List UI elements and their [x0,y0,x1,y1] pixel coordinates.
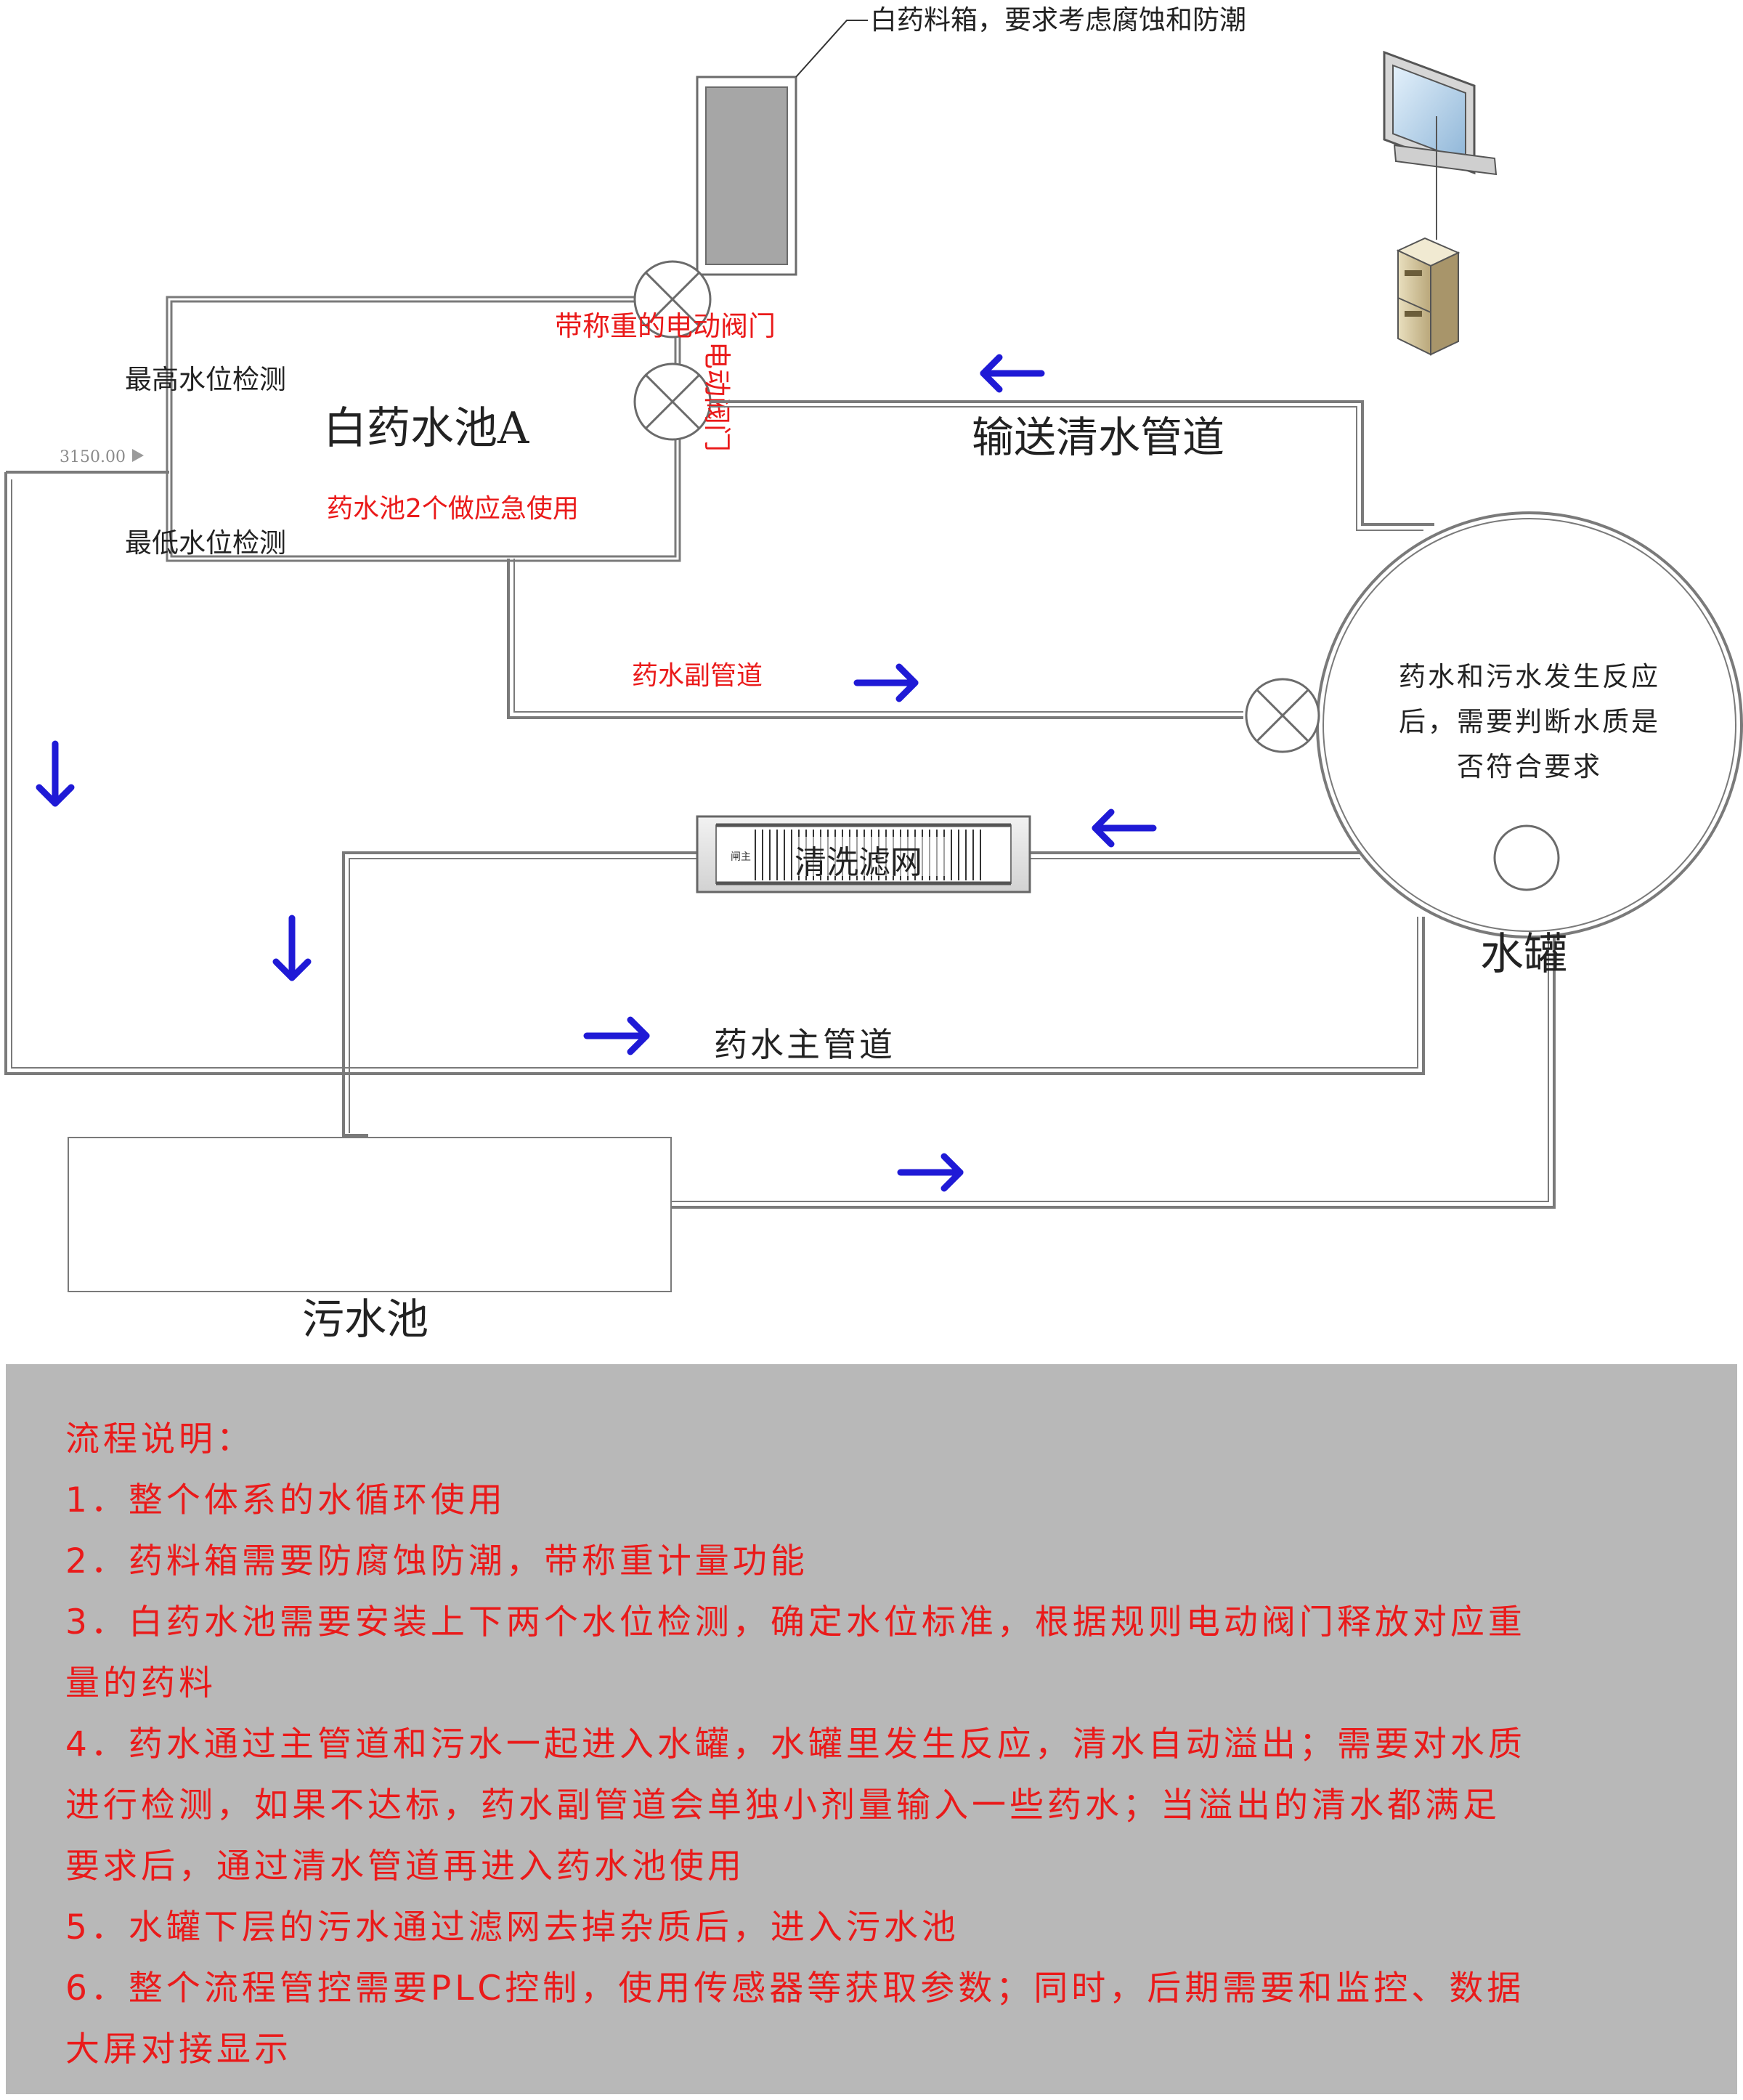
electric-valve-label: 电动阀门 [701,341,733,452]
filter-small-label: 闸主 [731,851,751,863]
arrow-left-icon [1092,808,1157,848]
arrow-down-icon [272,915,312,981]
sewage-pool-label: 污水池 [302,1294,428,1344]
arrow-right-icon [897,1153,964,1192]
clean-pipe-label: 输送清水管道 [972,413,1224,462]
valve-icon [633,362,712,441]
process-diagram: 白药料箱，要求考虑腐蚀和防潮 白药水池A 药水池2个做应急使用 最高水位检测 最… [4,4,1743,1344]
arrow-right-icon [853,663,919,702]
water-tank: 药水和污水发生反应 后，需要判断水质是 否符合要求 水罐 [1316,511,1743,980]
notes-line-6: 进行检测，如果不达标，药水副管道会单独小剂量输入一些药水；当溢出的清水都满足 [65,1785,1500,1825]
filter-label: 清洗滤网 [795,844,922,881]
tank-label: 水罐 [1480,929,1567,980]
weighing-valve[interactable] [633,260,712,338]
notes-line-3: 3．白药水池需要安装上下两个水位检测，确定水位标准，根据规则电动阀门释放对应重 [65,1602,1526,1642]
sub-pipe-label: 药水副管道 [632,661,763,691]
high-level-label: 最高水位检测 [125,364,286,395]
medicine-box: 白药料箱，要求考虑腐蚀和防潮 [696,4,1246,276]
computer-monitor-icon [1383,50,1498,240]
tank-outlet [1493,824,1560,891]
valve-icon [633,260,712,338]
pool-a-note: 药水池2个做应急使用 [327,494,579,524]
notes-line-10: 大屏对接显示 [65,2030,292,2069]
pipes [4,400,1556,1209]
arrow-down-icon [36,740,75,807]
electric-valve[interactable] [633,362,712,441]
server-icon [1396,237,1460,356]
tank-text-line-1: 药水和污水发生反应 [1399,661,1660,692]
sewage-pool: 污水池 [68,1137,672,1344]
notes-line-8: 5．水罐下层的污水通过滤网去掉杂质后，进入污水池 [65,1908,959,1947]
filter: 闸主 清洗滤网 [696,815,1031,893]
pool-a: 白药水池A 药水池2个做应急使用 最高水位检测 最低水位检测 3150.00 [60,296,681,562]
arrow-left-icon [980,354,1045,393]
notes-line-7: 要求后，通过清水管道再进入药水池使用 [65,1846,745,1886]
pool-a-title: 白药水池A [323,403,529,454]
notes-line-9: 6．整个流程管控需要PLC控制，使用传感器等获取参数；同时，后期需要和监控、数据 [65,1969,1525,2008]
notes-title: 流程说明： [65,1419,254,1459]
notes-line-1: 1．整个体系的水循环使用 [65,1480,506,1520]
process-notes: 流程说明： 1．整个体系的水循环使用 2．药料箱需要防腐蚀防潮，带称重计量功能 … [6,1364,1737,2094]
tank-text-line-2: 后，需要判断水质是 [1399,706,1660,737]
level-marker: 3150.00 [60,448,126,466]
weighing-valve-label: 带称重的电动阀门 [555,310,776,342]
low-level-label: 最低水位检测 [125,527,286,559]
notes-line-5: 4．药水通过主管道和污水一起进入水罐，水罐里发生反应，清水自动溢出；需要对水质 [65,1724,1526,1764]
notes-line-2: 2．药料箱需要防腐蚀防潮，带称重计量功能 [65,1541,808,1581]
tank-text-line-3: 否符合要求 [1457,751,1602,782]
sub-pipe-valve[interactable] [1245,678,1320,753]
valve-icon [1245,678,1320,753]
main-pipe-label: 药水主管道 [714,1025,895,1064]
medicine-box-label: 白药料箱，要求考虑腐蚀和防潮 [870,4,1246,36]
level-marker-icon [132,449,144,462]
notes-line-4: 量的药料 [65,1663,216,1703]
arrow-right-icon [583,1016,650,1055]
